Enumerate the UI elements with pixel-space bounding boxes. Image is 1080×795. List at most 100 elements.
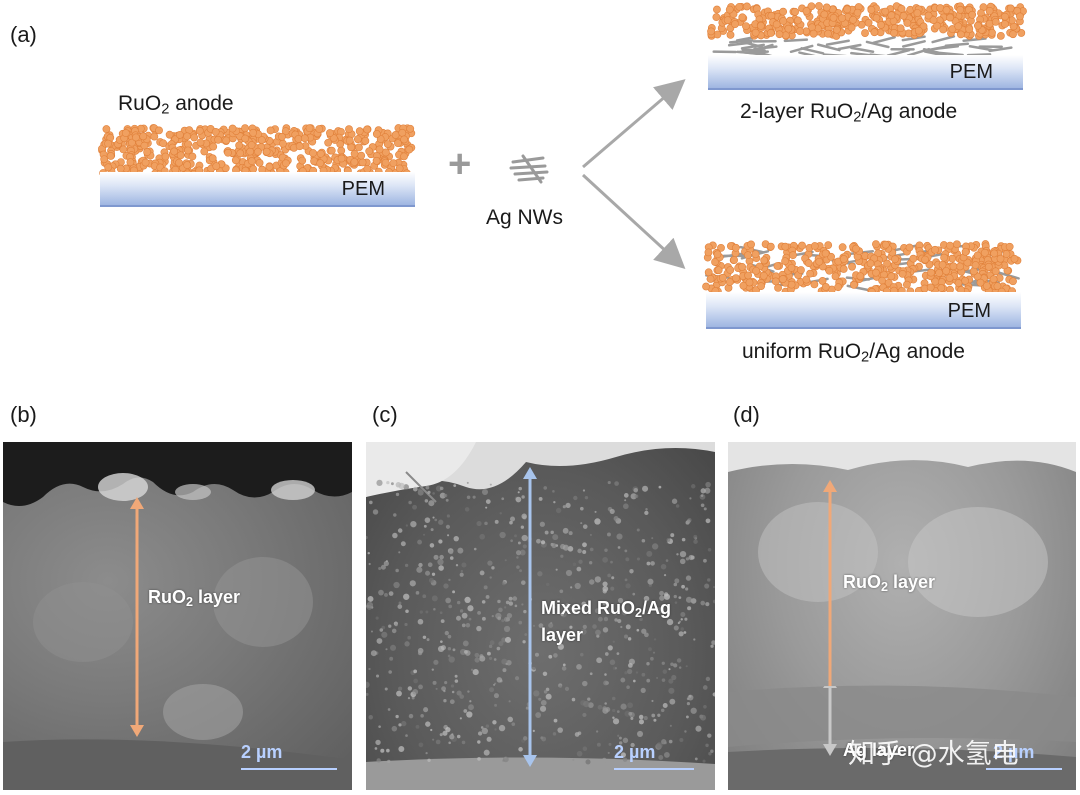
pem-label: PEM <box>949 61 993 83</box>
ruo2-particle <box>747 240 755 249</box>
sem-grain <box>608 742 612 746</box>
sem-grain <box>456 600 461 605</box>
sem-grain <box>481 616 486 621</box>
sem-grain <box>518 486 522 491</box>
ruo2-particle <box>1009 277 1017 286</box>
sem-grain <box>559 589 564 594</box>
ruo2-particle <box>822 3 831 12</box>
plus-sign: + <box>448 142 472 186</box>
sem-grain <box>540 540 546 545</box>
ruo2-particle <box>255 158 264 167</box>
ruo2-particle <box>102 125 111 133</box>
sem-grain <box>624 549 628 553</box>
sem-grain <box>693 539 698 544</box>
ruo2-particle <box>254 147 262 156</box>
sem-grain <box>497 599 501 604</box>
sem-grain <box>555 568 558 571</box>
sem-grain <box>589 672 593 676</box>
sem-grain <box>376 758 381 763</box>
sem-grain <box>612 640 615 643</box>
sem-grain <box>707 578 711 582</box>
sem-grain <box>499 512 502 515</box>
sem-grain <box>641 672 646 677</box>
sem-grain <box>443 699 447 703</box>
pem-label: PEM <box>341 178 385 200</box>
mixed-layer-label-c: Mixed RuO2/Ag layer <box>541 598 672 646</box>
sem-grain <box>602 601 607 606</box>
ruo2-particle <box>781 242 790 251</box>
ruo2-particle <box>324 138 333 147</box>
ruo2-particle <box>104 163 113 172</box>
sem-grain <box>461 623 466 628</box>
sem-grain <box>592 624 597 629</box>
sem-grain <box>505 600 510 605</box>
ag-thickness-arrow-d <box>823 686 837 756</box>
ruo2-particle <box>300 134 309 143</box>
sem-grain <box>607 573 611 578</box>
sem-grain <box>440 619 445 624</box>
sem-grain <box>582 524 588 529</box>
sem-grain <box>610 586 615 591</box>
ruo2-particle <box>856 272 865 281</box>
sem-grain <box>648 647 652 652</box>
sem-grain <box>448 578 451 582</box>
ag-nws-label: Ag NWs <box>486 206 564 229</box>
sem-grain <box>596 634 600 638</box>
sem-grain <box>407 696 411 700</box>
ruo2-particle <box>891 255 899 264</box>
sem-grain <box>425 721 431 727</box>
ruo2-particle <box>155 126 163 135</box>
ruo2-particle <box>774 283 782 292</box>
ruo2-particle <box>744 271 753 280</box>
ruo2-particle <box>991 18 1000 26</box>
sem-grain <box>597 616 603 622</box>
sem-grain <box>437 558 444 566</box>
ruo2-particle <box>711 258 719 266</box>
sem-grain <box>548 622 554 628</box>
ag-nanowire <box>872 36 896 45</box>
ruo2-particle <box>797 266 805 274</box>
sem-grain <box>594 510 597 513</box>
sem-grain <box>494 728 497 731</box>
ruo2-particle <box>139 132 148 141</box>
sem-grain <box>380 748 385 753</box>
sem-grain <box>459 717 462 720</box>
sem-grain <box>594 608 600 614</box>
ruo2-particle <box>190 133 199 142</box>
sem-grain <box>603 616 609 622</box>
ruo2-particle <box>829 13 838 22</box>
ruo2-particle <box>897 4 906 13</box>
sem-grain <box>464 596 471 604</box>
ruo2-particle <box>933 21 941 30</box>
sem-grain <box>635 671 639 674</box>
sem-grain <box>514 534 517 538</box>
sem-grain <box>552 605 556 609</box>
sem-grain <box>481 488 489 496</box>
ruo2-particle <box>121 129 130 137</box>
ruo2-particle <box>787 263 796 272</box>
sem-grain <box>509 516 516 522</box>
sem-grain <box>432 516 435 519</box>
ruo2-particle <box>973 21 982 30</box>
sem-grain <box>427 490 431 494</box>
ruo2-particle <box>924 11 933 20</box>
sem-grain <box>538 496 543 501</box>
sem-grain <box>428 577 434 583</box>
sem-grain <box>492 720 497 725</box>
ruo2-particle <box>796 27 804 36</box>
ruo2-particle <box>890 29 898 37</box>
sem-grain <box>433 608 436 611</box>
sem-grain <box>613 611 618 617</box>
sem-grain <box>533 690 540 697</box>
sem-grain <box>612 718 620 725</box>
sem-grain <box>522 640 526 644</box>
sem-grain <box>650 656 654 661</box>
ruo2-particle <box>714 266 723 275</box>
sem-grain <box>466 481 469 484</box>
ruo2-particle <box>866 259 875 268</box>
sem-grain <box>407 635 411 640</box>
sem-grain <box>404 622 408 627</box>
sem-grain <box>582 542 587 548</box>
sem-grain <box>639 617 643 622</box>
sem-grain <box>410 521 417 528</box>
